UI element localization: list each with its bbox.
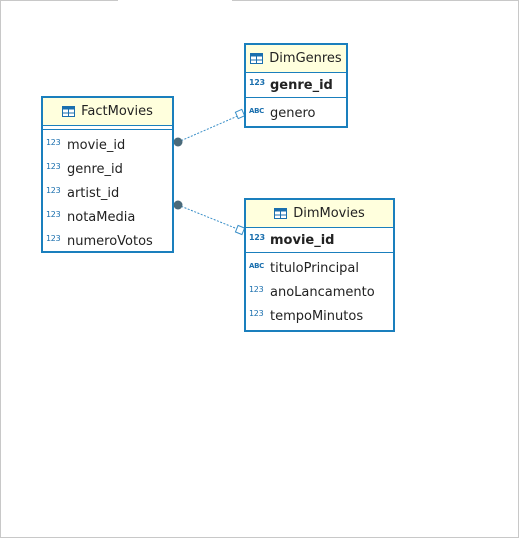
column-name: anoLancamento xyxy=(270,284,375,300)
column-list: ABC tituloPrincipal 123 anoLancamento 12… xyxy=(246,253,393,328)
table-icon xyxy=(250,53,264,64)
pk-column-row[interactable]: 123 genre_id xyxy=(246,73,346,97)
tab-border xyxy=(0,0,519,1)
numeric-type-icon: 123 xyxy=(46,233,61,243)
numeric-key-type-icon: 123 xyxy=(249,232,265,242)
column-name: tempoMinutos xyxy=(270,308,364,324)
column-row[interactable]: 123 tempoMinutos xyxy=(246,304,393,328)
link-fact-movies-dot xyxy=(173,200,183,210)
numeric-type-icon: 123 xyxy=(46,209,61,219)
column-name: movie_id xyxy=(270,232,335,248)
entity-header[interactable]: FactMovies xyxy=(43,98,172,126)
entity-factmovies[interactable]: FactMovies 123 movie_id 123 genre_id 123… xyxy=(41,96,174,253)
column-row[interactable]: 123 notaMedia xyxy=(43,205,172,229)
numeric-type-icon: 123 xyxy=(46,185,61,195)
column-name: tituloPrincipal xyxy=(270,260,360,276)
column-list: ABC genero xyxy=(246,98,346,125)
pk-section: 123 genre_id xyxy=(246,73,346,98)
column-row[interactable]: 123 movie_id xyxy=(43,133,172,157)
column-name: genre_id xyxy=(270,77,333,93)
link-movies-end-marker xyxy=(234,224,246,236)
entity-title: DimGenres xyxy=(269,51,342,66)
link-fact-to-dimmovies xyxy=(177,204,241,231)
entity-header[interactable]: DimMovies xyxy=(246,200,393,228)
pk-section: 123 movie_id xyxy=(246,228,393,253)
link-fact-to-dimgenres xyxy=(177,114,241,143)
column-row[interactable]: 123 numeroVotos xyxy=(43,229,172,253)
empty-pk-section xyxy=(43,126,172,130)
column-row[interactable]: 123 anoLancamento xyxy=(246,280,393,304)
link-fact-genres-dot xyxy=(173,137,183,147)
text-type-icon: ABC xyxy=(249,262,264,270)
numeric-type-icon: 123 xyxy=(46,161,61,171)
column-name: movie_id xyxy=(67,137,126,153)
active-tab-gap xyxy=(118,0,232,1)
table-icon xyxy=(62,106,76,117)
column-row[interactable]: 123 artist_id xyxy=(43,181,172,205)
column-name: numeroVotos xyxy=(67,233,153,249)
column-name: notaMedia xyxy=(67,209,136,225)
numeric-type-icon: 123 xyxy=(249,284,264,294)
entity-dimgenres[interactable]: DimGenres 123 genre_id ABC genero xyxy=(244,43,348,128)
entity-title: DimMovies xyxy=(293,206,365,221)
text-type-icon: ABC xyxy=(249,107,264,115)
column-name: genero xyxy=(270,105,316,121)
entity-dimmovies[interactable]: DimMovies 123 movie_id ABC tituloPrincip… xyxy=(244,198,395,332)
column-name: artist_id xyxy=(67,185,120,201)
column-list: 123 movie_id 123 genre_id 123 artist_id … xyxy=(43,130,172,253)
column-row[interactable]: ABC genero xyxy=(246,101,346,125)
column-row[interactable]: 123 genre_id xyxy=(43,157,172,181)
entity-header[interactable]: DimGenres xyxy=(246,45,346,73)
numeric-type-icon: 123 xyxy=(46,137,61,147)
entity-title: FactMovies xyxy=(81,104,153,119)
table-icon xyxy=(274,208,288,219)
numeric-type-icon: 123 xyxy=(249,308,264,318)
column-name: genre_id xyxy=(67,161,123,177)
pk-column-row[interactable]: 123 movie_id xyxy=(246,228,393,252)
column-row[interactable]: ABC tituloPrincipal xyxy=(246,256,393,280)
link-genres-end-marker xyxy=(234,108,246,120)
numeric-key-type-icon: 123 xyxy=(249,77,265,87)
